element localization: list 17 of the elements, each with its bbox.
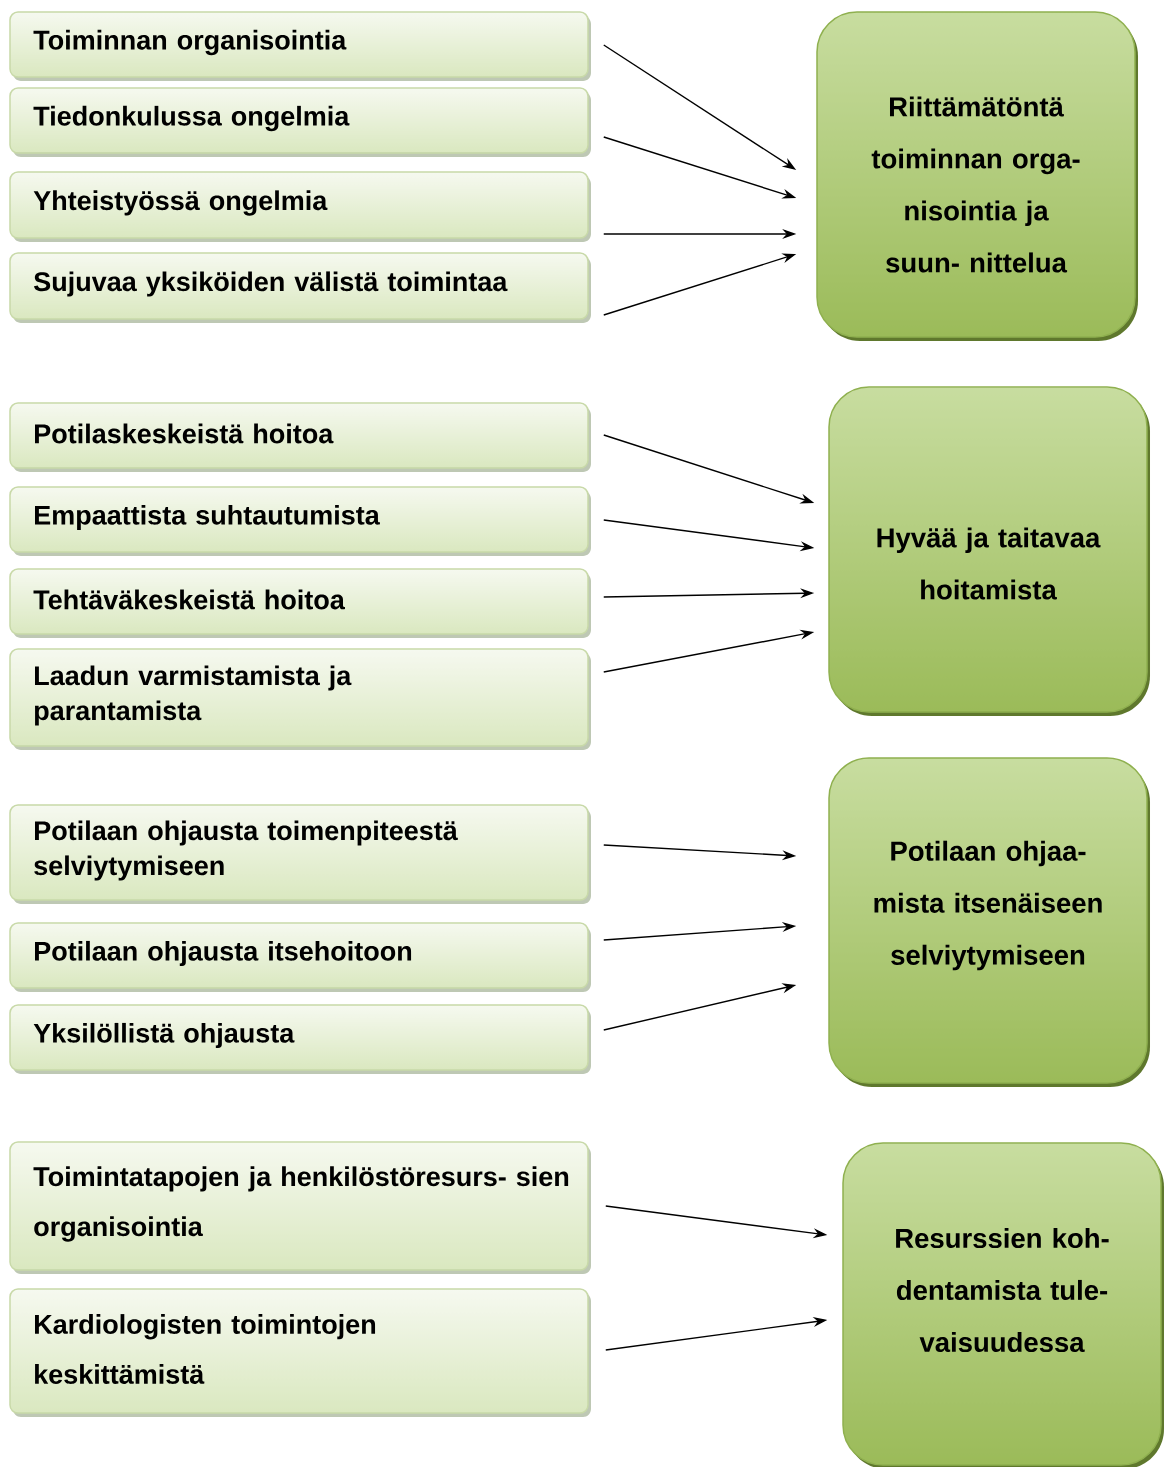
item-box: Toiminnan organisointia xyxy=(9,11,591,81)
item-box: Toimintatapojen ja henkilöstöresurs- sien organisointia xyxy=(9,1141,591,1274)
item-box: Tiedonkulussa ongelmia xyxy=(9,87,591,157)
theme-box: Potilaan ohjaa- mista itsenäiseen selviytymiseen xyxy=(828,757,1150,1087)
theme-box: Resurssien koh- dentamista tule- vaisuudessa xyxy=(842,1142,1164,1467)
item-box: Potilaskeskeistä hoitoa xyxy=(9,402,591,472)
item-box: Laadun varmistamista ja parantamista xyxy=(9,648,591,750)
item-box: Potilaan ohjausta toimenpiteestä selviytymiseen xyxy=(9,804,591,904)
item-box: Yksilöllistä ohjausta xyxy=(9,1004,591,1074)
item-box: Empaattista suhtautumista xyxy=(9,486,591,556)
theme-box: Hyvää ja taitavaa hoitamista xyxy=(828,386,1150,716)
item-box: Yhteistyössä ongelmia xyxy=(9,171,591,242)
item-box: Tehtäväkeskeistä hoitoa xyxy=(9,568,591,638)
item-box: Kardiologisten toimintojen keskittämistä xyxy=(9,1288,591,1417)
theme-box: Riittämätöntä toiminnan orga- nisointia ja suun- nittelua xyxy=(816,11,1138,341)
item-box: Sujuvaa yksiköiden välistä toimintaa xyxy=(9,252,591,323)
item-box: Potilaan ohjausta itsehoitoon xyxy=(9,922,591,992)
